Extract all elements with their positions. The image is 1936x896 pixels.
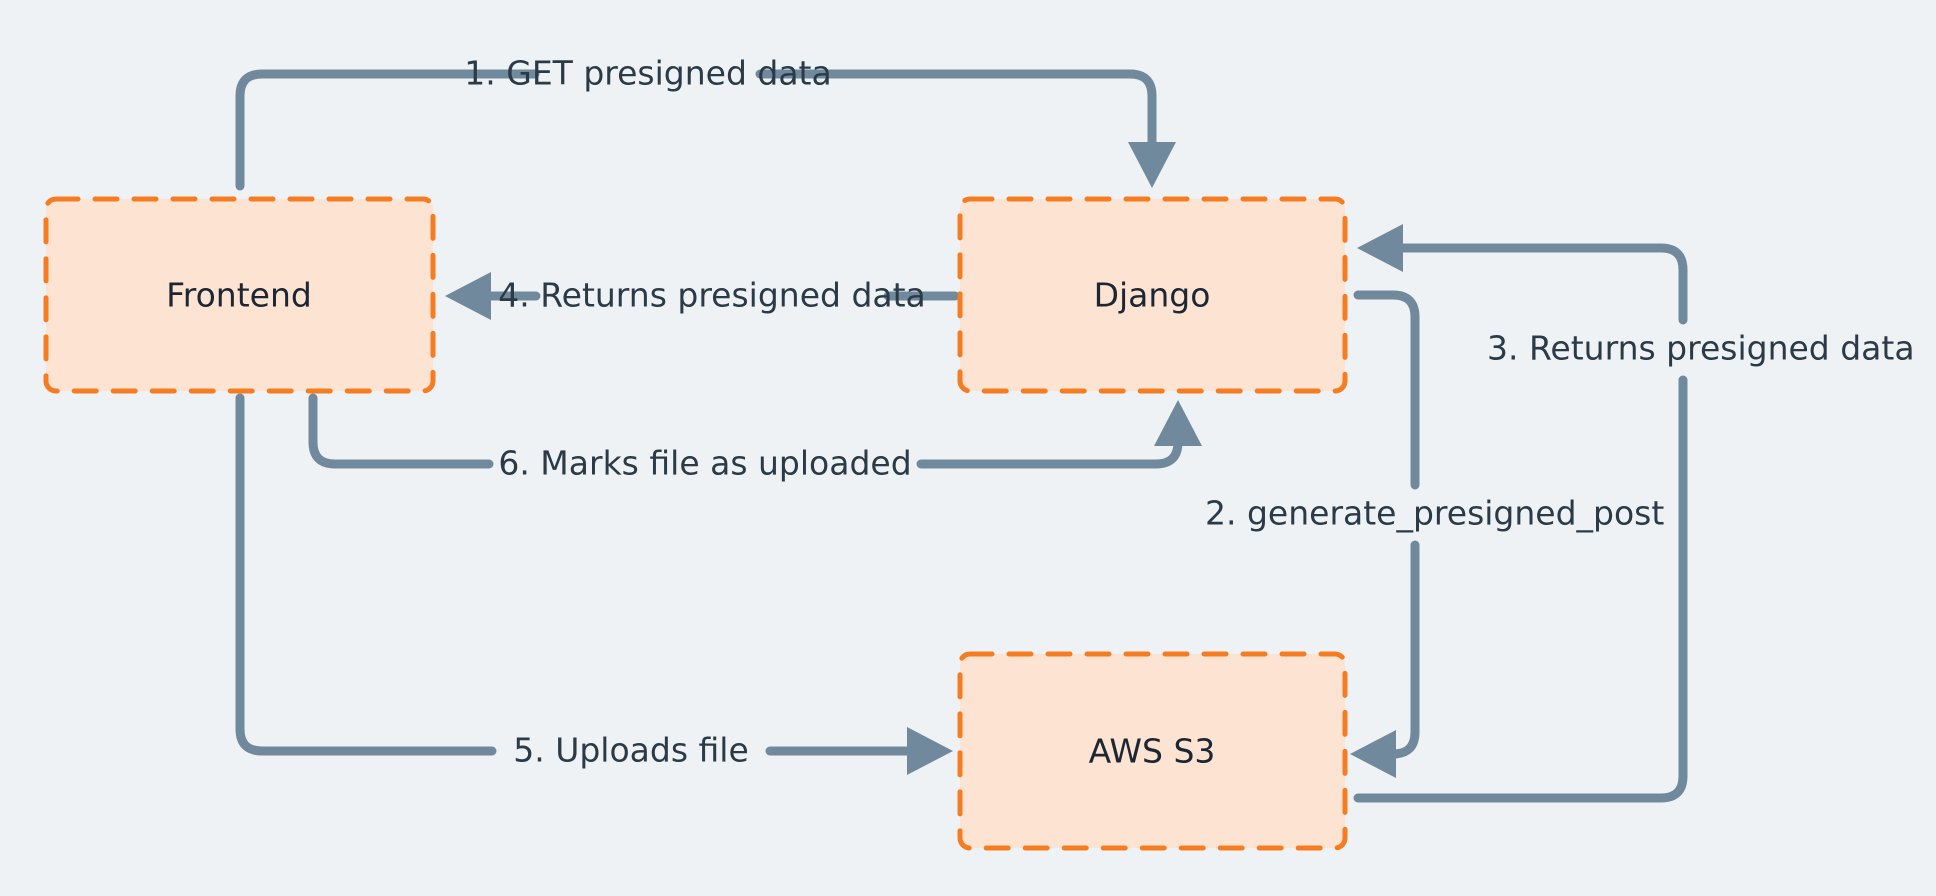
node-django[interactable]: Django [957, 196, 1348, 394]
edge-6-marks-file-as-uploaded[interactable] [308, 393, 1202, 469]
edge-6-arrowhead [1154, 400, 1202, 446]
edge-3-label: 3. Returns presigned data [1487, 329, 1915, 368]
edge-6-label: 6. Marks file as uploaded [498, 444, 911, 483]
edge-6-path-left [308, 393, 494, 469]
edge-2-label: 2. generate_presigned_post [1205, 494, 1664, 533]
edge-4-returns-presigned-data[interactable] [445, 272, 960, 320]
node-aws-s3-box [957, 651, 1348, 851]
edge-4-label: 4. Returns presigned data [498, 276, 926, 315]
edge-1-path [235, 69, 540, 191]
edge-3-arrowhead [1357, 224, 1403, 272]
edge-5-uploads-file[interactable] [235, 393, 953, 775]
node-aws-s3-label: AWS S3 [1089, 732, 1216, 771]
node-django-label: Django [1094, 276, 1211, 315]
edge-1-label: 1. GET presigned data [464, 54, 831, 93]
edge-4-arrowhead [445, 272, 491, 320]
edge-1-path-right [755, 69, 1157, 153]
edge-1-get-presigned-data[interactable] [235, 69, 1176, 191]
node-frontend[interactable]: Frontend [43, 196, 436, 394]
edge-5-path-left [235, 393, 497, 756]
node-frontend-label: Frontend [166, 276, 312, 315]
edge-2-path-top [1353, 290, 1420, 490]
edge-1-arrowhead [1128, 142, 1176, 188]
edge-5-label: 5. Uploads file [513, 731, 749, 770]
edge-2-generate-presigned-post[interactable] [1350, 290, 1420, 778]
node-aws-s3[interactable]: AWS S3 [957, 651, 1348, 851]
edge-2-path-bottom [1381, 540, 1420, 759]
edge-3-returns-presigned-data[interactable] [1353, 224, 1688, 803]
node-frontend-box [43, 196, 436, 394]
edge-3-path-bottom [1353, 375, 1688, 803]
edge-2-arrowhead [1350, 730, 1396, 778]
edge-3-path-top [1391, 243, 1688, 325]
edge-6-path-right [916, 433, 1183, 469]
edge-5-arrowhead [907, 727, 953, 775]
node-django-box [957, 196, 1348, 394]
